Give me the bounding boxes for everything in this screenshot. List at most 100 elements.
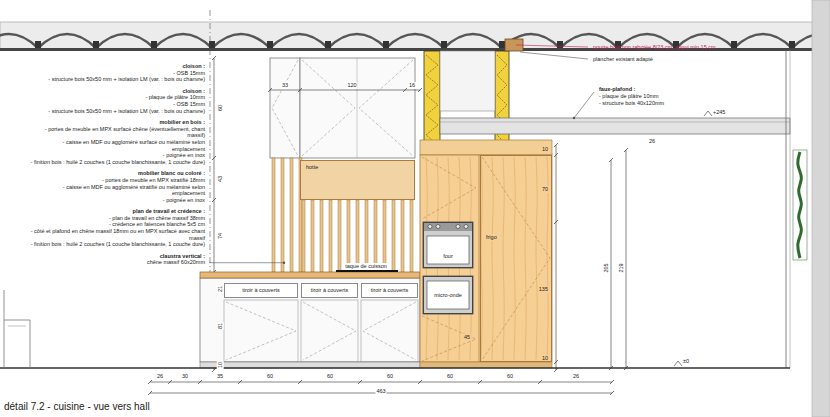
leader-line: [516, 45, 588, 47]
beam-section: [731, 41, 737, 49]
claustra-slat: [281, 158, 284, 272]
dimension-text: 70: [541, 186, 549, 193]
door-swing: [482, 157, 550, 360]
insulation-hatch: [426, 55, 438, 145]
beam-section: [325, 41, 331, 49]
dimension-tick: [212, 156, 216, 160]
drawer-box: tiroir à couverts: [301, 283, 358, 298]
dimension-tick: [538, 380, 542, 384]
claustra-slat: [311, 200, 314, 272]
wood-grain: [503, 157, 504, 360]
dimension-tick: [403, 88, 407, 92]
leader-line: [574, 92, 594, 118]
claustra-slat: [365, 200, 368, 272]
dimension-text: 60: [446, 373, 454, 380]
dimension-text: 60: [266, 373, 274, 380]
note-text: - crédence en faïences blanche 5x5 cm: [30, 221, 205, 228]
annotation-text: poutre bois non rabotée 8/23 cm, appui m…: [592, 44, 717, 51]
wood-grain: [514, 157, 515, 360]
microwave-window: [427, 281, 469, 309]
plinth: [200, 362, 420, 368]
wood-grain: [481, 157, 482, 360]
dimension-line: [611, 160, 612, 368]
beam-section: [151, 41, 157, 49]
vault-arch: [38, 34, 96, 48]
beam-section: [267, 41, 273, 49]
dimension-text: 45: [463, 334, 471, 341]
dimension-tick: [478, 380, 482, 384]
leader-line: [520, 52, 588, 59]
dimension-text: 10: [541, 355, 549, 362]
leader-line: [209, 262, 284, 263]
notes-column: cloison :- OSB 15mm- structure bois 50x5…: [30, 58, 205, 266]
dimension-tick: [298, 88, 302, 92]
beam-section: [441, 41, 447, 49]
dimension-text: 26: [572, 373, 580, 380]
dimension-tick: [610, 380, 614, 384]
level-marker: [674, 361, 682, 366]
claustra-slat: [383, 200, 386, 272]
claustra-slat: [410, 200, 413, 272]
drawer-box: tiroir à couverts: [361, 283, 418, 298]
dimension-text: 60: [326, 373, 334, 380]
vault-arch: [734, 34, 792, 48]
oven-controls: [423, 222, 473, 231]
note-text: - structure bois 50x50 mm + isolation LM…: [30, 108, 205, 115]
beam-section: [383, 41, 389, 49]
oven-box: four: [423, 222, 473, 268]
dimension-tick: [554, 360, 558, 364]
false-ceiling-layer: [440, 122, 790, 123]
note-text: - plaque de plâtre 10mm: [30, 94, 205, 101]
wall-band: [812, 0, 830, 417]
wood-soffit: [420, 140, 552, 155]
plant: [798, 152, 802, 258]
claustra-slat: [392, 200, 395, 272]
annotation-text: faux-plafond :: [598, 86, 636, 93]
dimension-tick: [148, 391, 152, 395]
note-text: - OSB 15mm: [30, 70, 205, 77]
note-text: - structure bois 50x50 mm + isolation LM…: [30, 76, 205, 83]
cabinet-door: [361, 300, 418, 362]
worktop: [200, 272, 420, 278]
wall-section: [440, 51, 495, 111]
drawing-caption: détail 7.2 - cuisine - vue vers hall: [4, 401, 150, 413]
dimension-text: 26: [156, 373, 164, 380]
wood-grain: [525, 157, 526, 360]
door-swing: [226, 302, 296, 360]
box-label: tiroir à couverts: [370, 287, 410, 294]
level-marker: [704, 111, 712, 116]
door-joint: [357, 58, 358, 158]
vault-arch: [444, 34, 502, 48]
hood-panel: hotte: [300, 160, 415, 200]
dimension-text: 60: [506, 373, 514, 380]
dimension-text: 10: [541, 146, 549, 153]
fridge-cabinet: frigo: [480, 155, 552, 362]
door-swing: [422, 316, 476, 361]
note-text: - poignée en inox: [30, 152, 205, 159]
dimension-tick: [554, 220, 558, 224]
note-group: cloison :- plaque de plâtre 10mm- OSB 15…: [30, 88, 205, 114]
base-cabinet: [200, 278, 420, 362]
note-group: plan de travail et crédence :- plan de t…: [30, 208, 205, 248]
oven-window: [427, 236, 469, 264]
dimension-text: 60: [217, 104, 224, 112]
insulation: [495, 51, 509, 150]
dimension-tick: [624, 148, 628, 152]
note-heading: cloison :: [30, 63, 205, 70]
dimension-text: 120: [346, 82, 357, 89]
annotation-text: plancher existant adapté: [592, 56, 654, 63]
note-heading: plan de travail et crédence :: [30, 208, 205, 215]
dimension-text: 463: [375, 388, 386, 395]
note-group: mobilier blanc ou coloré :- portes de me…: [30, 170, 205, 203]
claustra-slat: [347, 200, 350, 272]
dimension-text: 26: [648, 138, 656, 145]
box-label: tiroir à couverts: [310, 287, 350, 294]
dimension-tick: [168, 380, 172, 384]
note-heading: mobilier blanc ou coloré :: [30, 170, 205, 177]
annotation-text: - structure bois 40x120mm: [598, 100, 665, 107]
window-frame: [793, 150, 807, 260]
dimension-text: 205: [603, 262, 610, 273]
microwave-body: [423, 276, 473, 314]
